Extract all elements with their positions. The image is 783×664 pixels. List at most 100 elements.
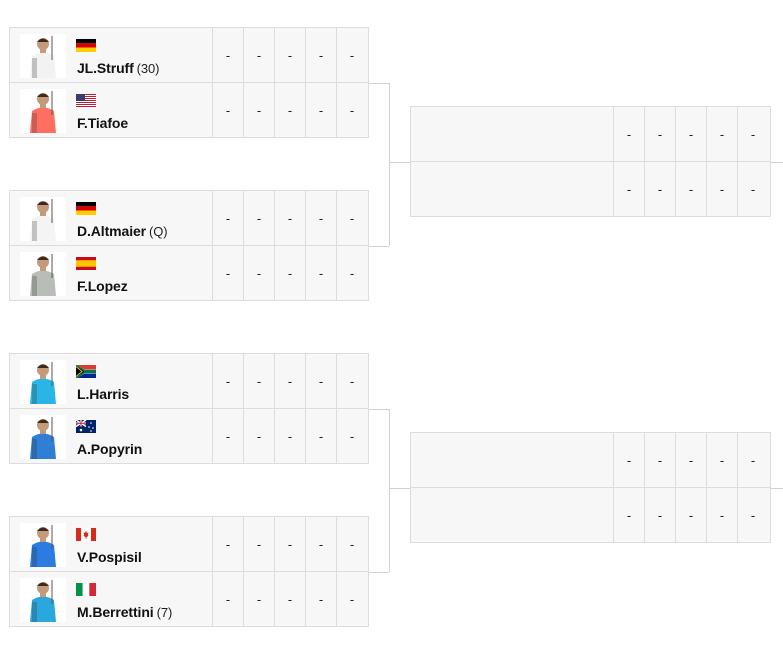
set-score-1: - bbox=[212, 83, 243, 137]
player-row[interactable]: JL.Struff(30) ----- bbox=[9, 27, 369, 83]
player-cell[interactable]: V.Pospisil bbox=[10, 517, 212, 571]
player-name-text[interactable]: F.Tiafoe bbox=[77, 115, 129, 131]
player-name-text[interactable]: M.Berrettini bbox=[77, 604, 154, 620]
set-score-5: - bbox=[336, 354, 367, 408]
set-score-5: - bbox=[737, 162, 768, 216]
bracket-connector-line bbox=[771, 162, 783, 163]
player-name-text[interactable]: D.Altmaier bbox=[77, 223, 147, 239]
set-score-3: - bbox=[274, 517, 305, 571]
set-score-2: - bbox=[644, 107, 675, 161]
player-photo[interactable] bbox=[20, 578, 66, 622]
set-score-4: - bbox=[305, 191, 336, 245]
usa-flag bbox=[76, 94, 96, 107]
player-cell[interactable]: JL.Struff(30) bbox=[10, 28, 212, 82]
set-score-4: - bbox=[305, 572, 336, 626]
set-score-1: - bbox=[212, 246, 243, 300]
set-score-5: - bbox=[336, 191, 367, 245]
player-name[interactable]: V.Pospisil bbox=[77, 549, 142, 565]
player-cell[interactable]: A.Popyrin bbox=[10, 409, 212, 463]
bracket-connector-line bbox=[369, 83, 389, 84]
player-name[interactable]: A.Popyrin bbox=[77, 441, 142, 457]
set-score-4: - bbox=[305, 354, 336, 408]
player-row[interactable]: A.Popyrin ----- bbox=[9, 408, 369, 464]
player-cell[interactable]: D.Altmaier(Q) bbox=[10, 191, 212, 245]
set-score-4: - bbox=[305, 246, 336, 300]
set-score-2: - bbox=[644, 433, 675, 487]
player-photo[interactable] bbox=[20, 252, 66, 296]
set-score-3: - bbox=[274, 409, 305, 463]
bracket-connector-line bbox=[771, 488, 783, 489]
player-photo[interactable] bbox=[20, 360, 66, 404]
set-score-2: - bbox=[644, 488, 675, 542]
player-row[interactable]: D.Altmaier(Q) ----- bbox=[9, 190, 369, 246]
score-cells: ----- bbox=[212, 28, 367, 82]
player-cell[interactable]: L.Harris bbox=[10, 354, 212, 408]
set-score-2: - bbox=[243, 572, 274, 626]
set-score-1: - bbox=[613, 433, 644, 487]
player-row[interactable]: F.Tiafoe----- bbox=[9, 82, 369, 138]
set-score-1: - bbox=[212, 191, 243, 245]
set-score-3: - bbox=[675, 162, 706, 216]
player-name-text[interactable]: V.Pospisil bbox=[77, 549, 142, 565]
player-name-text[interactable]: A.Popyrin bbox=[77, 441, 143, 457]
set-score-1: - bbox=[613, 488, 644, 542]
player-row[interactable]: V.Pospisil----- bbox=[9, 516, 369, 572]
set-score-3: - bbox=[274, 354, 305, 408]
player-name[interactable]: F.Lopez bbox=[77, 278, 128, 294]
player-cell[interactable]: F.Lopez bbox=[10, 246, 212, 300]
player-cell[interactable]: F.Tiafoe bbox=[10, 83, 212, 137]
set-score-3: - bbox=[274, 28, 305, 82]
set-score-2: - bbox=[243, 28, 274, 82]
player-name[interactable]: F.Tiafoe bbox=[77, 115, 128, 131]
player-cell[interactable]: M.Berrettini(7) bbox=[10, 572, 212, 626]
set-score-5: - bbox=[336, 517, 367, 571]
set-score-2: - bbox=[243, 409, 274, 463]
player-row[interactable]: M.Berrettini(7)----- bbox=[9, 571, 369, 627]
set-score-5: - bbox=[336, 409, 367, 463]
player-photo[interactable] bbox=[20, 415, 66, 459]
player-row[interactable]: F.Lopez ----- bbox=[9, 245, 369, 301]
player-name[interactable]: L.Harris bbox=[77, 386, 129, 402]
player-photo[interactable] bbox=[20, 89, 66, 133]
player-name-text[interactable]: L.Harris bbox=[77, 386, 130, 402]
score-cells: ----- bbox=[212, 409, 367, 463]
match-3[interactable]: L.Harris----- A.Popyrin----- bbox=[9, 353, 369, 464]
player-photo[interactable] bbox=[20, 34, 66, 78]
match-1[interactable]: JL.Struff(30)----- F.Tiafoe----- bbox=[9, 27, 369, 138]
player-name[interactable]: JL.Struff(30) bbox=[77, 60, 159, 76]
next-round-match-1[interactable]: ---------- bbox=[410, 106, 771, 217]
match-2[interactable]: D.Altmaier(Q)----- F.Lopez----- bbox=[9, 190, 369, 301]
italy-flag bbox=[76, 583, 96, 596]
set-score-1: - bbox=[212, 572, 243, 626]
empty-player-slot: ----- bbox=[410, 161, 771, 217]
score-cells: ----- bbox=[212, 246, 367, 300]
set-score-1: - bbox=[212, 28, 243, 82]
set-score-1: - bbox=[212, 409, 243, 463]
australia-flag bbox=[76, 420, 96, 433]
bracket-connector-line bbox=[369, 572, 389, 573]
score-cells: ----- bbox=[212, 191, 367, 245]
empty-player-slot: ----- bbox=[410, 432, 771, 488]
player-name-text[interactable]: F.Lopez bbox=[77, 278, 128, 294]
player-photo[interactable] bbox=[20, 523, 66, 567]
bracket-connector-line bbox=[389, 409, 390, 572]
set-score-1: - bbox=[613, 107, 644, 161]
bracket-connector-line bbox=[369, 246, 389, 247]
player-name[interactable]: D.Altmaier(Q) bbox=[77, 223, 168, 239]
set-score-5: - bbox=[737, 433, 768, 487]
player-seed: (30) bbox=[136, 61, 160, 76]
set-score-4: - bbox=[305, 28, 336, 82]
bracket-connector-line bbox=[389, 162, 410, 163]
player-name-text[interactable]: JL.Struff bbox=[77, 60, 134, 76]
set-score-1: - bbox=[212, 354, 243, 408]
player-photo[interactable] bbox=[20, 197, 66, 241]
set-score-2: - bbox=[243, 517, 274, 571]
match-4[interactable]: V.Pospisil----- M.Berrettini(7)----- bbox=[9, 516, 369, 627]
set-score-5: - bbox=[336, 246, 367, 300]
player-name[interactable]: M.Berrettini(7) bbox=[77, 604, 172, 620]
set-score-4: - bbox=[706, 433, 737, 487]
set-score-4: - bbox=[305, 83, 336, 137]
player-row[interactable]: L.Harris----- bbox=[9, 353, 369, 409]
next-round-match-2[interactable]: ---------- bbox=[410, 432, 771, 543]
bracket-connector-line bbox=[369, 409, 389, 410]
